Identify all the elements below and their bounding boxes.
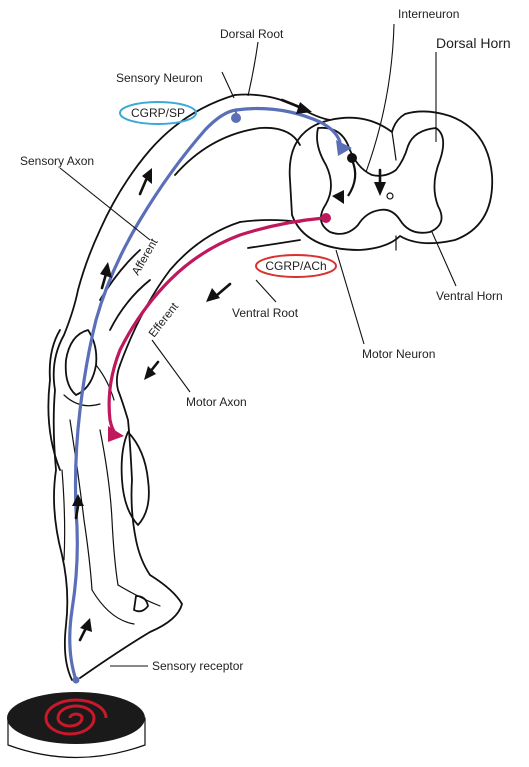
hot-plate	[7, 692, 145, 758]
label-cgrp-ach: CGRP/ACh	[265, 259, 326, 273]
interneuron-cell	[332, 153, 357, 204]
label-motor-axon: Motor Axon	[186, 395, 247, 409]
spinal-cord	[290, 111, 493, 250]
label-interneuron: Interneuron	[398, 7, 459, 21]
label-afferent: Afferent	[130, 236, 161, 277]
sensory-neuron-soma	[231, 113, 241, 123]
motor-terminal-arrowhead	[108, 426, 124, 442]
label-sensory-neuron: Sensory Neuron	[116, 71, 203, 85]
label-ventral-horn: Ventral Horn	[436, 289, 503, 303]
label-dorsal-horn: Dorsal Horn	[436, 35, 511, 51]
sensory-receptor-dot	[73, 677, 80, 684]
label-efferent: Efferent	[147, 300, 182, 340]
label-ventral-root: Ventral Root	[232, 306, 299, 320]
label-dorsal-root: Dorsal Root	[220, 27, 284, 41]
sensory-terminal-arrowhead	[336, 140, 352, 156]
label-motor-neuron: Motor Neuron	[362, 347, 435, 361]
motor-neuron-soma	[321, 213, 331, 223]
label-sensory-receptor: Sensory receptor	[152, 659, 243, 673]
label-cgrp-sp: CGRP/SP	[131, 106, 185, 120]
label-sensory-axon: Sensory Axon	[20, 154, 94, 168]
